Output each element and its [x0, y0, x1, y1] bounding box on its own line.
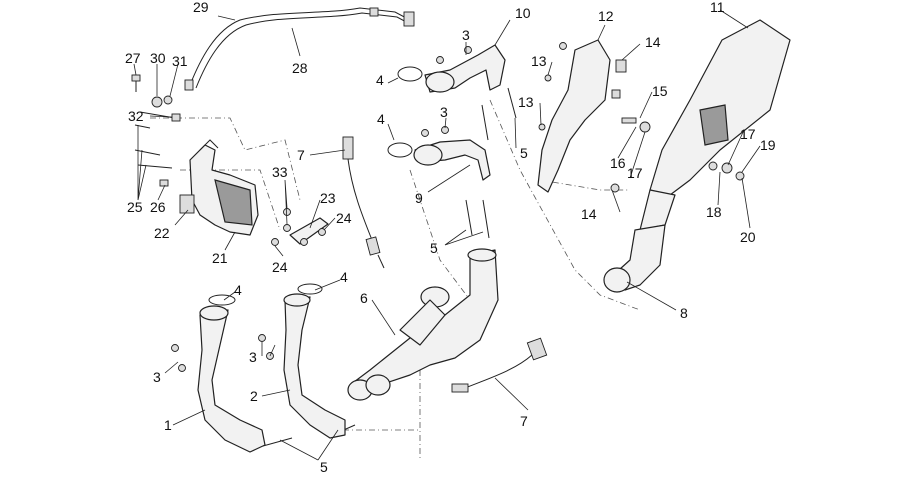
callout-3-top: 3: [462, 27, 470, 43]
fastener-group-left: [131, 74, 181, 187]
callout-11: 11: [710, 0, 725, 15]
heat-shield: [537, 39, 627, 193]
callout-15: 15: [652, 83, 668, 99]
callout-23: 23: [320, 190, 336, 206]
callout-13-top: 13: [531, 53, 547, 69]
callout-13-bottom: 13: [518, 94, 534, 110]
callout-7-lower: 7: [520, 413, 528, 429]
callout-3-left: 3: [153, 369, 161, 385]
callout-4-mid: 4: [377, 111, 385, 127]
callout-10: 10: [515, 5, 531, 21]
callout-17-left: 17: [627, 165, 643, 181]
callout-3-mid: 3: [440, 104, 448, 120]
front-header-2: [258, 283, 346, 439]
callout-3-center: 3: [249, 349, 257, 365]
callout-4-left: 4: [234, 282, 242, 298]
callout-27: 27: [125, 50, 141, 66]
callout-12: 12: [598, 8, 614, 24]
exhaust-valve-actuator: [179, 139, 259, 236]
callout-4-center: 4: [340, 269, 348, 285]
callout-16: 16: [610, 155, 626, 171]
rear-header-lower: [387, 126, 491, 181]
callout-32: 32: [128, 108, 144, 124]
callout-8: 8: [680, 305, 688, 321]
callout-21: 21: [212, 250, 228, 266]
springs: [262, 87, 517, 447]
leader-lines: [133, 9, 761, 461]
callout-14-bottom: 14: [581, 206, 597, 222]
callout-22: 22: [154, 225, 170, 241]
callout-30: 30: [150, 50, 166, 66]
assembly-guide-lines: [150, 99, 641, 460]
lambda-sensor-upper: [342, 136, 385, 269]
callout-25: 25: [127, 199, 143, 215]
callout-6: 6: [360, 290, 368, 306]
callout-7-upper: 7: [297, 147, 305, 163]
callout-9: 9: [415, 190, 423, 206]
callout-5-bottom: 5: [320, 459, 328, 473]
callout-18: 18: [706, 204, 722, 220]
lambda-sensor-lower: [451, 337, 548, 393]
rear-header-upper: [397, 44, 506, 93]
callout-29: 29: [193, 0, 209, 15]
callout-4-top: 4: [376, 72, 384, 88]
callout-28: 28: [292, 60, 308, 76]
actuator-bracket: [271, 208, 329, 246]
callout-14-top: 14: [645, 34, 661, 50]
callout-33: 33: [272, 164, 288, 180]
callout-26: 26: [150, 199, 166, 215]
callout-5-mid: 5: [430, 240, 438, 256]
front-header-1: [171, 294, 266, 453]
callout-24-bottom: 24: [272, 259, 288, 275]
callout-20: 20: [740, 229, 756, 245]
wiring-harness: [184, 7, 415, 91]
harness-connector: [403, 11, 415, 27]
callout-17-right: 17: [740, 126, 756, 142]
callout-19: 19: [760, 137, 776, 153]
callout-31: 31: [172, 53, 188, 69]
callout-24-right: 24: [336, 210, 352, 226]
callout-5-right: 5: [520, 145, 528, 161]
link-pipe: [603, 224, 666, 293]
callout-1: 1: [164, 417, 172, 433]
callout-2: 2: [250, 388, 258, 404]
callout-labels: 29 28 27 30 31 32 25 26 22 21 33 23 24 2…: [125, 0, 776, 475]
silencer: [610, 19, 791, 231]
central-collector: [347, 248, 499, 401]
